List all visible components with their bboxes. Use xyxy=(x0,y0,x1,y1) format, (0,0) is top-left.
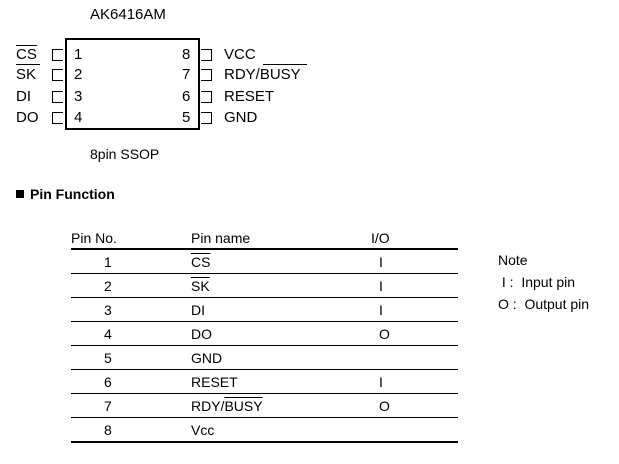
cell-pin-no: 4 xyxy=(71,321,191,346)
cell-io xyxy=(371,345,458,370)
pin-name-vcc: VCC xyxy=(224,46,256,63)
cell-pin-no: 5 xyxy=(71,345,191,370)
pin-name-do: DO xyxy=(16,109,39,126)
table-row: 3 DI I xyxy=(71,297,458,322)
cell-pin-name: RDY/BUSY xyxy=(191,393,371,418)
pin-square-7 xyxy=(201,69,212,81)
cell-io: I xyxy=(371,249,458,274)
pin-number-8: 8 xyxy=(182,46,191,63)
cell-pin-no: 1 xyxy=(71,249,191,274)
note-output-line: O : Output pin xyxy=(498,296,590,312)
table-row: 6 RESET I xyxy=(71,369,458,394)
header-pin-name: Pin name xyxy=(191,228,371,250)
package-label: 8pin SSOP xyxy=(90,146,160,162)
pin-square-6 xyxy=(201,91,212,103)
chip-title: AK6416AM xyxy=(90,6,166,23)
header-io: I/O xyxy=(371,228,458,250)
table-header-row: Pin No. Pin name I/O xyxy=(71,228,458,250)
cell-pin-no: 7 xyxy=(71,393,191,418)
pin-square-8 xyxy=(201,49,212,61)
table-row: 5 GND xyxy=(71,345,458,370)
header-pin-no: Pin No. xyxy=(71,228,191,250)
chip-body xyxy=(65,38,200,130)
cell-pin-name: DO xyxy=(191,321,371,346)
cell-pin-name: GND xyxy=(191,345,371,370)
section-heading: Pin Function xyxy=(16,186,115,202)
pin-square-1 xyxy=(52,49,63,61)
pin-square-5 xyxy=(201,112,212,124)
cell-io: I xyxy=(371,369,458,394)
table-row: 1 CS I xyxy=(71,249,458,274)
cell-pin-no: 2 xyxy=(71,273,191,298)
section-title: Pin Function xyxy=(30,186,115,202)
table-row: 2 SK I xyxy=(71,273,458,298)
cs-underline xyxy=(16,64,40,65)
pin-number-7: 7 xyxy=(182,66,191,83)
cell-pin-name: DI xyxy=(191,297,371,322)
cell-pin-no: 3 xyxy=(71,297,191,322)
cell-pin-name: CS xyxy=(191,249,371,274)
bullet-square-icon xyxy=(16,190,24,198)
cell-pin-name: Vcc xyxy=(191,417,371,443)
table-row: 8 Vcc xyxy=(71,417,458,443)
pin-name-sk: SK xyxy=(16,66,37,83)
pin-number-3: 3 xyxy=(74,88,83,105)
cell-io xyxy=(371,417,458,443)
pin-square-3 xyxy=(52,91,63,103)
cell-io: I xyxy=(371,273,458,298)
cell-pin-name: SK xyxy=(191,273,371,298)
pin-name-reset: RESET xyxy=(224,88,275,105)
pin-square-2 xyxy=(52,69,63,81)
table-row: 4 DO O xyxy=(71,321,458,346)
table-row: 7 RDY/BUSY O xyxy=(71,393,458,418)
pin-name-di: DI xyxy=(16,88,31,105)
cell-io: I xyxy=(371,297,458,322)
note-input-line: I : Input pin xyxy=(498,274,576,290)
busy-overline xyxy=(263,64,307,65)
pin-name-rdy-busy: RDY/BUSY xyxy=(224,66,301,83)
note-title: Note xyxy=(498,252,528,268)
pin-name-gnd: GND xyxy=(224,109,258,126)
pin-number-6: 6 xyxy=(182,88,191,105)
io-note: Note I : Input pin O : Output pin xyxy=(498,249,589,315)
pin-square-4 xyxy=(52,112,63,124)
pin-name-cs: CS xyxy=(16,46,37,63)
pin-number-4: 4 xyxy=(74,109,83,126)
cell-io: O xyxy=(371,393,458,418)
cell-io: O xyxy=(371,321,458,346)
cell-pin-name: RESET xyxy=(191,369,371,394)
cell-pin-no: 8 xyxy=(71,417,191,443)
pin-number-1: 1 xyxy=(74,46,83,63)
pin-number-2: 2 xyxy=(74,66,83,83)
pin-function-table: Pin No. Pin name I/O 1 CS I 2 SK I 3 DI … xyxy=(71,228,458,443)
pin-number-5: 5 xyxy=(182,109,191,126)
cell-pin-no: 6 xyxy=(71,369,191,394)
